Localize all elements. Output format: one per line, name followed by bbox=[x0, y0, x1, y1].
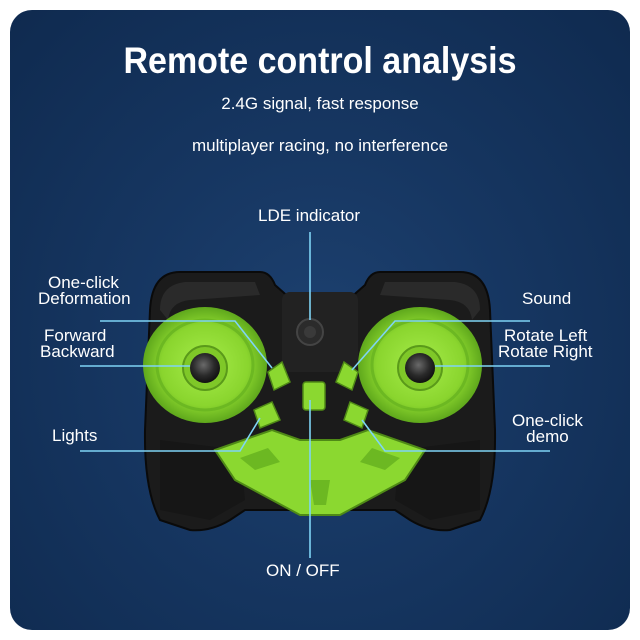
green-front-plate bbox=[213, 428, 427, 516]
label-rotate: Rotate Left Rotate Right bbox=[498, 326, 593, 360]
label-demo-line2: demo bbox=[526, 427, 569, 446]
label-demo-line1: One-click bbox=[512, 411, 583, 430]
label-deformation-line1: One-click bbox=[48, 273, 119, 292]
label-forward: Forward bbox=[44, 326, 107, 345]
leader-lines bbox=[80, 232, 550, 558]
right-joystick-wheel[interactable] bbox=[358, 307, 482, 423]
on-off-switch[interactable] bbox=[302, 381, 326, 411]
page-title: Remote control analysis bbox=[123, 40, 517, 82]
product-infographic: Remote control analysis 2.4G signal, fas… bbox=[10, 10, 630, 630]
label-on-off: ON / OFF bbox=[266, 561, 340, 580]
label-backward: Backward bbox=[40, 342, 115, 361]
left-joystick-wheel[interactable] bbox=[143, 307, 267, 423]
remote-controller-illustration bbox=[80, 232, 550, 558]
deformation-button[interactable] bbox=[267, 360, 291, 392]
label-led-indicator: LDE indicator bbox=[258, 206, 361, 225]
label-demo: One-click demo bbox=[512, 411, 583, 446]
subtitle-signal: 2.4G signal, fast response bbox=[221, 94, 419, 113]
label-forward-backward: Forward Backward bbox=[40, 326, 115, 361]
led-indicator bbox=[296, 318, 324, 346]
label-rotate-right: Rotate Right bbox=[498, 342, 593, 361]
subtitle-multiplayer: multiplayer racing, no interference bbox=[191, 136, 449, 155]
label-lights: Lights bbox=[52, 426, 98, 445]
label-sound: Sound bbox=[522, 289, 572, 308]
label-rotate-left: Rotate Left bbox=[504, 326, 588, 345]
label-deformation: One-click Deformation bbox=[38, 273, 131, 308]
label-deformation-line2: Deformation bbox=[38, 289, 131, 308]
